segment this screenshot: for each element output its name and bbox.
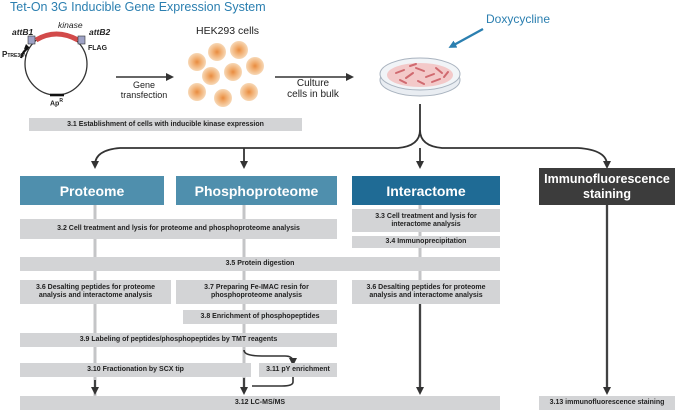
doxycycline-label: Doxycycline [486,12,551,26]
header-interactome: Interactome [352,176,500,205]
ap-label: ApR [50,98,63,108]
step-3-5: 3.5 Protein digestion [20,257,500,271]
culture-label: Culture cells in bulk [287,78,339,100]
step-3-6-proteome: 3.6 Desalting peptides for proteome anal… [20,280,171,304]
step-3-10: 3.10 Fractionation by SCX tip [20,363,251,377]
step-3-8: 3.8 Enrichment of phosphopeptides [183,310,337,324]
step-3-12: 3.12 LC-MS/MS [20,396,500,410]
step-3-4: 3.4 Immunoprecipitation [352,236,500,248]
cells-label: HEK293 cells [196,25,260,37]
attb2-label: attB2 [89,27,111,37]
step-3-2: 3.2 Cell treatment and lysis for proteom… [20,219,337,239]
step-3-11: 3.11 pY enrichment [259,363,337,377]
attb1-label: attB1 [12,27,34,37]
header-phosphoproteome: Phosphoproteome [176,176,337,205]
flag-label: FLAG [88,45,108,52]
cells-icon [188,41,264,107]
gene-transfection-label: Gene transfection [120,80,168,100]
step-3-1: 3.1 Establishment of cells with inducibl… [29,118,302,131]
header-immunofluorescence: Immunofluorescence staining [539,168,675,205]
promoter-label: PTRE3GV [2,50,28,59]
header-proteome: Proteome [20,176,164,205]
step-3-13: 3.13 immunofluorescence staining [539,396,675,410]
doxycycline-arrow [448,27,484,48]
plasmid-icon [19,31,88,97]
branch-immuno [419,129,611,169]
page-title: Tet-On 3G Inducible Gene Expression Syst… [10,0,266,14]
step-3-7: 3.7 Preparing Fe-IMAC resin for phosphop… [176,280,337,304]
kinase-label: kinase [58,20,83,30]
step-3-6-interactome: 3.6 Desalting peptides for proteome anal… [352,280,500,304]
py-branch [243,349,297,366]
step-3-3: 3.3 Cell treatment and lysis for interac… [352,209,500,232]
branch-proteome [91,104,421,169]
culture-dish-icon [379,57,461,97]
step-3-9: 3.9 Labeling of peptides/phosphopeptides… [20,333,337,347]
